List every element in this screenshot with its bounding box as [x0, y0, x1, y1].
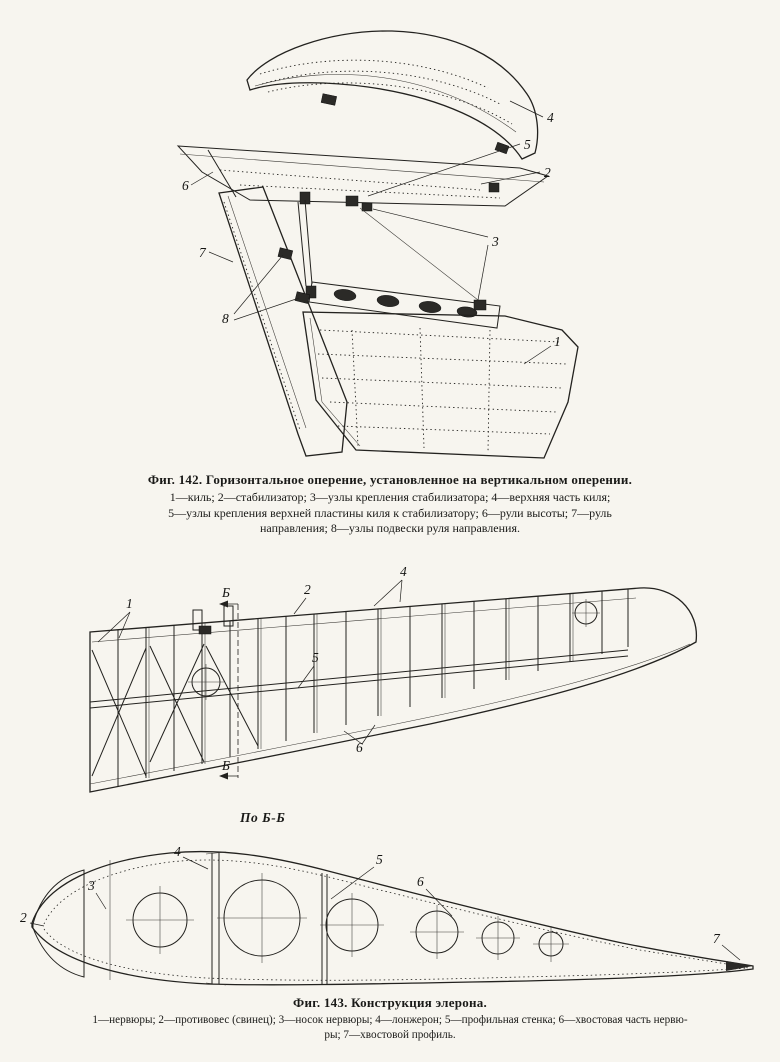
callout-7: 7: [713, 931, 721, 946]
elevator-split-line: [207, 149, 237, 198]
aileron-ribs: [117, 589, 629, 786]
callout-5: 5: [524, 137, 531, 152]
fin-panel: [302, 311, 579, 459]
rudder: [218, 186, 348, 457]
callout-4: 4: [400, 564, 407, 579]
section-arrow-top: [219, 600, 228, 608]
callout-3: 3: [491, 234, 499, 249]
hinge-fittings: [192, 605, 234, 635]
fig142-tail-assembly-drawing: 6 7 8 4 5 2 3 1: [176, 30, 579, 459]
callout-2: 2: [544, 165, 551, 180]
profile-web: [321, 873, 328, 984]
callout-7: 7: [199, 245, 207, 260]
fin-front-frame: [297, 199, 479, 301]
section-line-b: Б Б: [219, 585, 239, 780]
section-letter-bottom: Б: [221, 758, 230, 773]
callout-6: 6: [417, 874, 424, 889]
diagonal-braces: [91, 643, 259, 777]
stabilizer: [176, 145, 550, 207]
section-view-label: По Б-Б: [240, 810, 286, 825]
fig143-plan-callouts: 1 2 4 5 6: [97, 564, 407, 755]
rudder-hinge-fitting: [277, 247, 294, 260]
callout-1: 1: [554, 334, 561, 349]
fin-top-section: [246, 30, 539, 160]
callout-2: 2: [304, 582, 311, 597]
fig142-callouts: 6 7 8 4 5 2 3 1: [182, 100, 561, 365]
rudder-hinge-fitting: [294, 291, 311, 304]
fig143-legend: 1—нервюры; 2—противовес (свинец); 3—носо…: [0, 1013, 780, 1042]
section-letter-top: Б: [221, 585, 230, 600]
stabilizer-attachment-fittings: [299, 182, 500, 212]
legend-line: направления; 8—узлы подвески руля направ…: [260, 521, 520, 535]
callout-5: 5: [376, 852, 383, 867]
fig142-caption: Фиг. 142. Горизонтальное оперение, устан…: [147, 472, 633, 487]
fig143-section-callouts: 2 3 4 5 6 7: [20, 844, 741, 961]
spar-with-lightening-holes: [305, 281, 501, 329]
lightening-hole: [188, 599, 600, 700]
nose-counterweight: [32, 869, 85, 978]
aileron-plan-outline: [89, 587, 698, 793]
section-arrow-bottom: [219, 772, 228, 780]
aileron-spar-lines: [89, 649, 629, 709]
aileron-section-outline: [31, 850, 754, 986]
fig143-aileron-plan-drawing: Б Б 1 2 4 5 6: [89, 564, 698, 793]
fig143-caption: Фиг. 143. Конструкция элерона.: [293, 995, 487, 1010]
tail-profile-tip: [726, 961, 753, 971]
callout-5: 5: [312, 650, 319, 665]
callout-6: 6: [356, 740, 363, 755]
legend-line: ры; 7—хвостовой профиль.: [324, 1028, 456, 1041]
callout-4: 4: [547, 110, 554, 125]
callout-1: 1: [126, 596, 133, 611]
fig142-legend: 1—киль; 2—стабилизатор; 3—узлы крепления…: [0, 490, 780, 537]
callout-4: 4: [174, 844, 181, 859]
legend-line: 1—киль; 2—стабилизатор; 3—узлы крепления…: [169, 490, 611, 504]
callout-6: 6: [182, 178, 189, 193]
legend-line: 5—узлы крепления верхней пластины киля к…: [168, 505, 612, 520]
legend-line: 1—нервюры; 2—противовес (свинец); 3—носо…: [92, 1014, 688, 1026]
callout-3: 3: [87, 878, 95, 893]
callout-8: 8: [222, 311, 229, 326]
callout-2: 2: [20, 910, 27, 925]
section-spar: [205, 851, 227, 986]
section-lightening-holes: [126, 873, 569, 963]
fig143-aileron-section-drawing: 2 3 4 5 6 7: [20, 844, 754, 986]
